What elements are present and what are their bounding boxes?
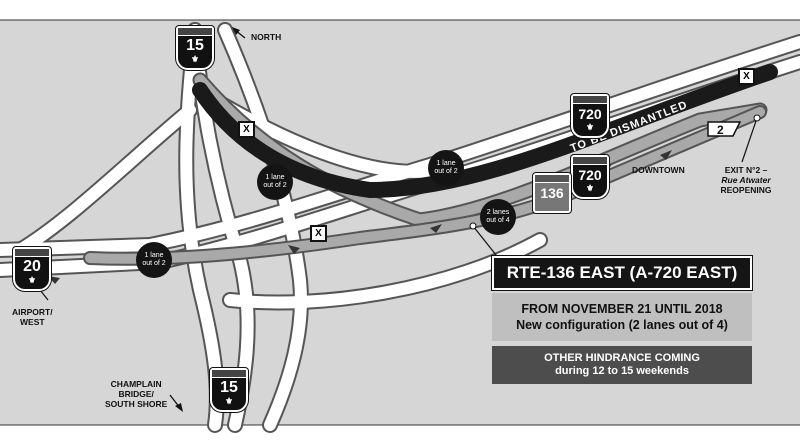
airport-west-label: AIRPORT/ WEST — [12, 307, 53, 327]
dismantled-road — [192, 64, 778, 199]
info-box: RTE-136 EAST (A-720 EAST) FROM NOVEMBER … — [491, 255, 753, 384]
exit-2-number: 2 — [717, 123, 724, 137]
closure-x-marker: X — [238, 121, 255, 138]
highway-720-shield: 720⚜ — [571, 155, 609, 199]
exit-2-label: EXIT N°2 – Rue Atwater REOPENING — [720, 165, 772, 195]
downtown-label: DOWNTOWN — [632, 165, 685, 175]
exit-2-sign — [707, 121, 742, 137]
lane-badge: 1 lane out of 2 — [257, 164, 293, 200]
highway-15-shield: 15⚜ — [210, 368, 248, 412]
champlain-bridge-label: CHAMPLAIN BRIDGE/ SOUTH SHORE — [105, 379, 168, 409]
lane-badge: 1 lane out of 2 — [136, 242, 172, 278]
lane-badge: 2 lanes out of 4 — [480, 199, 516, 235]
info-title: RTE-136 EAST (A-720 EAST) — [491, 255, 753, 291]
closure-x-marker: X — [310, 225, 327, 242]
route-136-shield: 136 — [533, 173, 571, 213]
highway-15-shield: 15⚜ — [176, 26, 214, 70]
info-other-hindrance: OTHER HINDRANCE COMING during 12 to 15 w… — [492, 346, 752, 384]
exit-pointer — [741, 117, 758, 163]
north-label: NORTH — [251, 32, 282, 42]
info-pointer — [472, 225, 501, 261]
info-configuration: FROM NOVEMBER 21 UNTIL 2018 New configur… — [492, 293, 752, 341]
highway-720-shield: 720⚜ — [571, 94, 609, 138]
closure-x-marker: X — [738, 68, 755, 85]
highway-20-shield: 20⚜ — [13, 247, 51, 291]
lane-badge: 1 lane out of 2 — [428, 150, 464, 186]
